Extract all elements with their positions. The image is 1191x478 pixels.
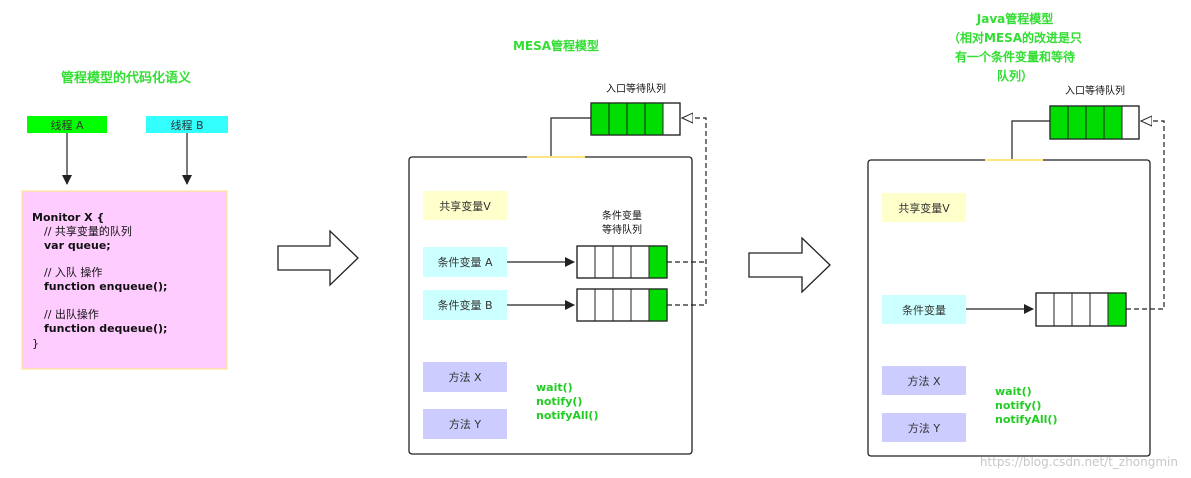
shared-var-label: 共享变量V bbox=[439, 199, 491, 213]
cond-b-return-path bbox=[667, 118, 707, 306]
method-name: notifyAll() bbox=[995, 413, 1057, 426]
thread-a-label: 线程 A bbox=[50, 118, 83, 132]
transition-arrow-1 bbox=[277, 229, 359, 287]
section3-title: 有一个条件变量和等待 bbox=[955, 49, 1075, 64]
cond-b-queue bbox=[576, 288, 668, 322]
cond-a-label: 条件变量 A bbox=[437, 255, 492, 269]
cond-a-queue bbox=[576, 245, 668, 279]
code-line: // 入队 操作 bbox=[44, 265, 102, 279]
method-x-label: 方法 X bbox=[907, 374, 940, 388]
code-line: } bbox=[32, 337, 39, 350]
section2-title: MESA管程模型 bbox=[513, 38, 599, 53]
method-y-label: 方法 Y bbox=[449, 417, 481, 431]
method-name: notifyAll() bbox=[536, 409, 598, 422]
shared-var-box: 共享变量V bbox=[882, 193, 966, 222]
shared-var-box: 共享变量V bbox=[423, 191, 507, 220]
entry-queue-label: 入口等待队列 bbox=[1065, 84, 1125, 97]
code-line: // 共享变量的队列 bbox=[44, 224, 132, 238]
thread-b-label: 线程 B bbox=[170, 118, 203, 132]
thread-b-box: 线程 B bbox=[146, 116, 228, 133]
watermark: https://blog.csdn.net/t_zhongmin bbox=[980, 455, 1178, 469]
code-line: // 出队操作 bbox=[44, 307, 99, 321]
method-name: wait() bbox=[995, 385, 1032, 398]
cond-queue bbox=[1035, 292, 1127, 327]
section1-title: 管程模型的代码化语义 bbox=[61, 70, 192, 86]
cond-box: 条件变量 bbox=[882, 295, 966, 324]
monitor-code-box: Monitor X { // 共享变量的队列 var queue; // 入队 … bbox=[21, 190, 228, 370]
entry-queue-label: 入口等待队列 bbox=[606, 82, 666, 95]
method-x-label: 方法 X bbox=[448, 370, 481, 384]
method-x-box: 方法 X bbox=[423, 362, 507, 392]
entry-queue bbox=[1049, 105, 1140, 140]
transition-arrow-2 bbox=[748, 236, 831, 294]
method-y-box: 方法 Y bbox=[423, 409, 507, 439]
shared-var-label: 共享变量V bbox=[898, 201, 950, 215]
code-line: Monitor X { bbox=[32, 211, 104, 224]
cond-b-label: 条件变量 B bbox=[437, 298, 492, 312]
method-y-box: 方法 Y bbox=[882, 413, 966, 442]
method-x-box: 方法 X bbox=[882, 366, 966, 395]
method-name: notify() bbox=[536, 395, 582, 408]
cond-queue-label: 等待队列 bbox=[602, 223, 642, 236]
thread-a-box: 线程 A bbox=[27, 116, 107, 133]
section3-title: 队列） bbox=[997, 68, 1033, 83]
code-line: function enqueue(); bbox=[44, 280, 167, 293]
code-line: var queue; bbox=[44, 239, 111, 252]
code-line: function dequeue(); bbox=[44, 322, 167, 335]
cond-a-box: 条件变量 A bbox=[423, 247, 507, 277]
section3-title: （相对MESA的改进是只 bbox=[948, 30, 1082, 45]
method-name: notify() bbox=[995, 399, 1041, 412]
cond-b-box: 条件变量 B bbox=[423, 290, 507, 320]
cond-return-path bbox=[1126, 121, 1165, 310]
method-name: wait() bbox=[536, 381, 573, 394]
entry-queue bbox=[590, 102, 681, 136]
section3-title: Java管程模型 bbox=[976, 11, 1053, 26]
cond-label: 条件变量 bbox=[902, 303, 946, 317]
method-y-label: 方法 Y bbox=[908, 421, 940, 435]
cond-queue-label: 条件变量 bbox=[602, 209, 642, 222]
